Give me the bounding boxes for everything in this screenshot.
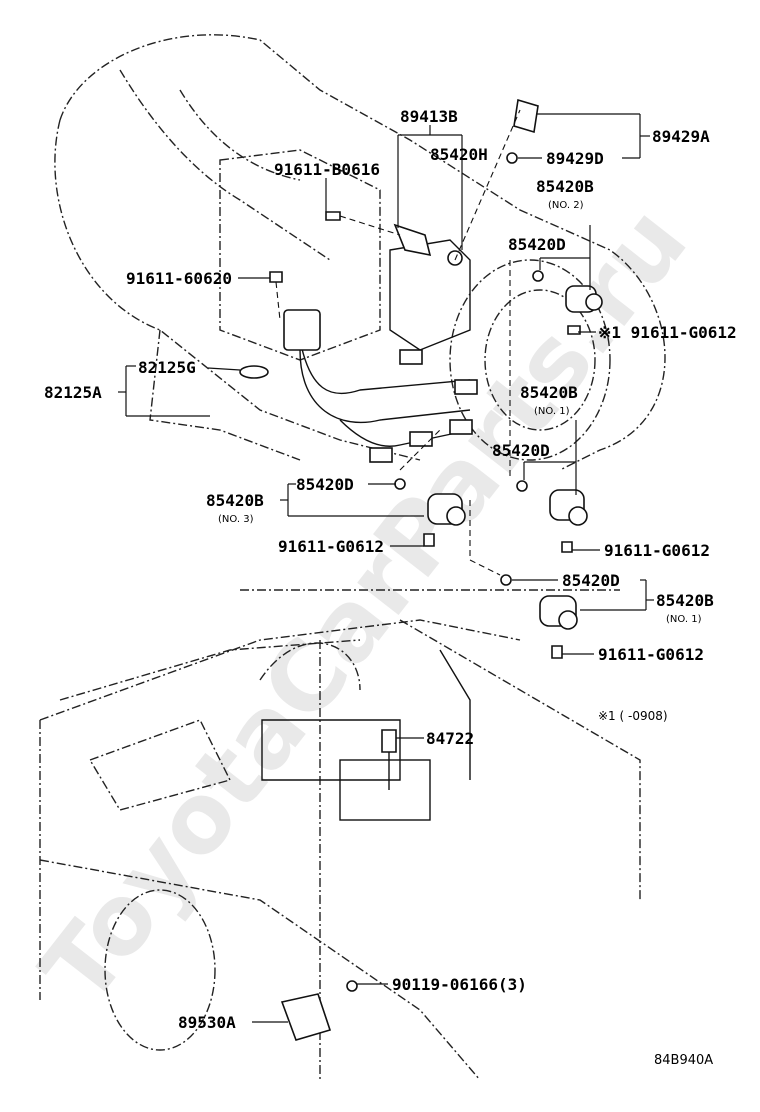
label-91611-G0612-d: 91611-G0612 (598, 645, 704, 664)
footnote: ※1 ( -0908) (598, 709, 668, 723)
sensor-89429A (506, 98, 539, 164)
bolts-upper (239, 211, 341, 379)
label-85420B-no3: 85420B (206, 491, 264, 510)
label-85420B-no1b-sub: (NO. 1) (666, 614, 702, 625)
wire-harness (283, 309, 478, 463)
label-85420B-no2: 85420B (536, 177, 594, 196)
watermark: ToyotaCarParts.ru (20, 186, 709, 1024)
solenoid-no3 (394, 478, 466, 547)
label-84722: 84722 (426, 729, 474, 748)
diagram-code: 84B940A (654, 1053, 713, 1068)
label-89413B: 89413B (400, 107, 458, 126)
transmission-outline (54, 34, 666, 471)
solenoid-no1 (516, 480, 588, 553)
vehicle-outline (39, 589, 641, 1081)
label-91611-G0612-a: ※1 91611-G0612 (598, 323, 737, 342)
label-85420B-no3-sub: (NO. 3) (218, 514, 254, 525)
label-85420D-c: 85420D (296, 475, 354, 494)
label-89530A: 89530A (178, 1013, 236, 1032)
label-85420D-a: 85420D (508, 235, 566, 254)
label-91611-G0612-c: 91611-G0612 (604, 541, 710, 560)
label-85420B-no2-sub: (NO. 2) (548, 200, 584, 211)
solenoid-no2 (532, 270, 603, 335)
label-89429D: 89429D (546, 149, 604, 168)
label-85420B-no1b: 85420B (656, 591, 714, 610)
label-82125G: 82125G (138, 358, 196, 377)
label-89429A: 89429A (652, 127, 710, 146)
label-91611-60620: 91611-60620 (126, 269, 232, 288)
label-85420B-no1-sub: (NO. 1) (534, 406, 570, 417)
label-85420D-d: 85420D (562, 571, 620, 590)
label-91611-B0616: 91611-B0616 (274, 160, 380, 179)
speed-sensor-89413B (393, 223, 463, 266)
label-91611-G0612-b: 91611-G0612 (278, 537, 384, 556)
leader-dashes-upper (275, 109, 521, 576)
leader-lines (118, 113, 654, 1023)
label-85420H: 85420H (430, 145, 488, 164)
shift-lever-84722 (381, 729, 397, 790)
label-90119-06166: 90119-06166(3) (392, 975, 527, 994)
label-85420B-no1: 85420B (520, 383, 578, 402)
label-85420D-b: 85420D (492, 441, 550, 460)
label-82125A: 82125A (44, 383, 102, 402)
solenoid-no1-lower (500, 574, 578, 659)
ecu-89530A (280, 980, 358, 1041)
